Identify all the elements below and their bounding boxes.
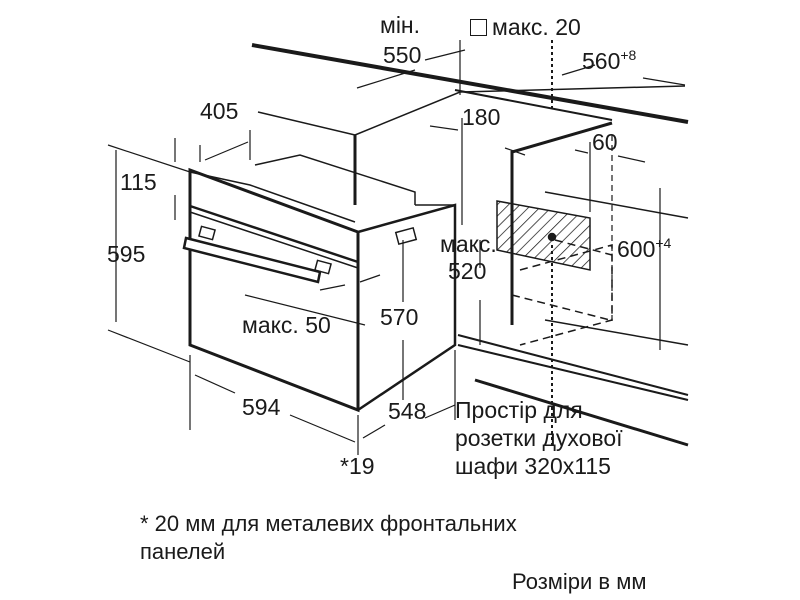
- footnote-line: * 20 мм для металевих фронтальних: [140, 511, 517, 536]
- dimension-19: *19: [340, 453, 375, 479]
- dimension-180: 180: [462, 104, 501, 130]
- dimension-550: 550: [383, 42, 422, 68]
- dimension-520: 520: [448, 258, 487, 284]
- dimension-60: 60: [592, 129, 618, 155]
- oven-handle: [182, 236, 322, 284]
- dimension-405: 405: [200, 98, 239, 124]
- max-20-label: макс. 20: [470, 16, 581, 39]
- dimension-600: 600+4: [617, 235, 672, 262]
- max-20-text: макс. 20: [492, 14, 581, 40]
- footnote-line: панелей: [140, 539, 226, 564]
- socket-area: [496, 200, 591, 271]
- countertop-line: [251, 43, 689, 124]
- max-520-label: макс.: [440, 231, 497, 257]
- socket-note-line: шафи 320x115: [455, 453, 611, 479]
- oven-front: [188, 167, 360, 413]
- niche-height-tol: +4: [655, 235, 672, 251]
- dimension-594: 594: [242, 394, 281, 420]
- dimension-115: 115: [120, 169, 157, 195]
- cabinet-side: [510, 121, 613, 325]
- socket-note-line: Простір для: [455, 397, 583, 423]
- min-label: мін.: [380, 12, 421, 38]
- dimension-570: 570: [380, 304, 419, 330]
- niche-width: 560: [582, 48, 621, 74]
- dimension-548: 548: [388, 398, 427, 424]
- dimension-max-50: макс. 50: [242, 312, 331, 338]
- units-note: Розміри в мм: [512, 569, 647, 594]
- dimension-560: 560+8: [582, 47, 637, 74]
- niche-height: 600: [617, 236, 656, 262]
- footnote: * 20 мм для металевих фронтальних панеле…: [140, 510, 517, 566]
- square-icon: [470, 19, 487, 36]
- socket-note: Простір для розетки духової шафи 320x115: [455, 396, 623, 480]
- niche-width-tol: +8: [620, 47, 637, 63]
- dimension-595: 595: [107, 241, 146, 267]
- socket-note-line: розетки духової: [455, 425, 623, 451]
